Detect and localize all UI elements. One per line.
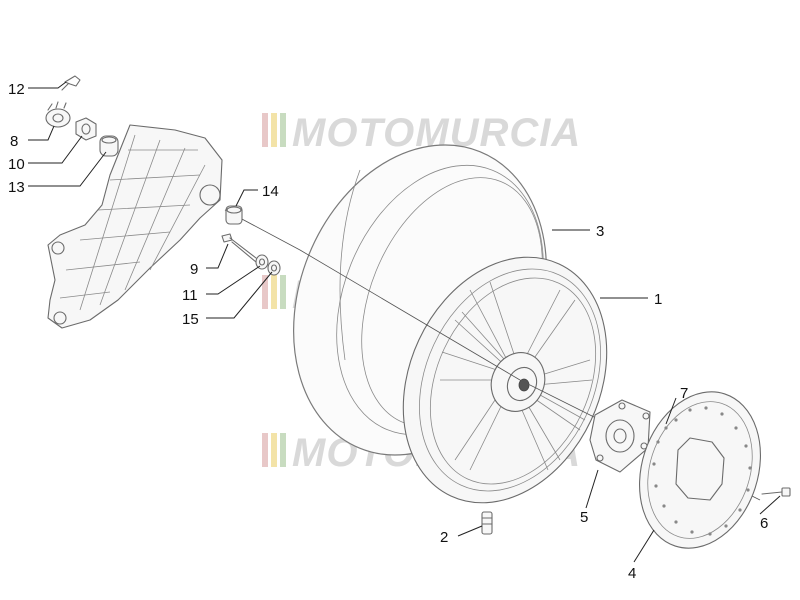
- part-13-spacer: [99, 135, 119, 157]
- part-15-washer: [267, 260, 281, 276]
- callout-12: 12: [8, 81, 25, 98]
- wheel-rim: [402, 256, 608, 504]
- part-14-bushing: [225, 205, 243, 225]
- part-5-disc-carrier: [589, 399, 651, 473]
- callout-10: 10: [8, 156, 25, 173]
- callout-11: 11: [182, 287, 198, 304]
- callout-5: 5: [580, 509, 588, 526]
- part-9-bolt: [221, 233, 257, 263]
- part-11-washer: [255, 254, 269, 270]
- part-4-brake-disc: [639, 391, 761, 549]
- callout-7: 7: [680, 385, 688, 402]
- callout-1: 1: [654, 291, 662, 308]
- part-10-nut: [75, 117, 97, 141]
- callout-8: 8: [10, 133, 18, 150]
- part-2-valve: [481, 511, 493, 535]
- callout-labels: 12 8 10 13 14 9 11 15 3 1 2 5 7 6 4: [8, 81, 768, 582]
- disc-holes: [652, 406, 752, 536]
- callout-3: 3: [596, 223, 604, 240]
- callout-9: 9: [190, 261, 198, 278]
- callout-14: 14: [262, 183, 279, 200]
- part-8-castle-nut: [45, 101, 71, 128]
- callout-4: 4: [628, 565, 636, 582]
- swing-arm-bracket: [47, 124, 223, 329]
- part-12-clip: [61, 75, 81, 91]
- leader-lines: [28, 81, 781, 563]
- callout-13: 13: [8, 179, 25, 196]
- callout-2: 2: [440, 529, 448, 546]
- callout-15: 15: [182, 311, 199, 328]
- callout-6: 6: [760, 515, 768, 532]
- part-6-screw: [761, 487, 791, 497]
